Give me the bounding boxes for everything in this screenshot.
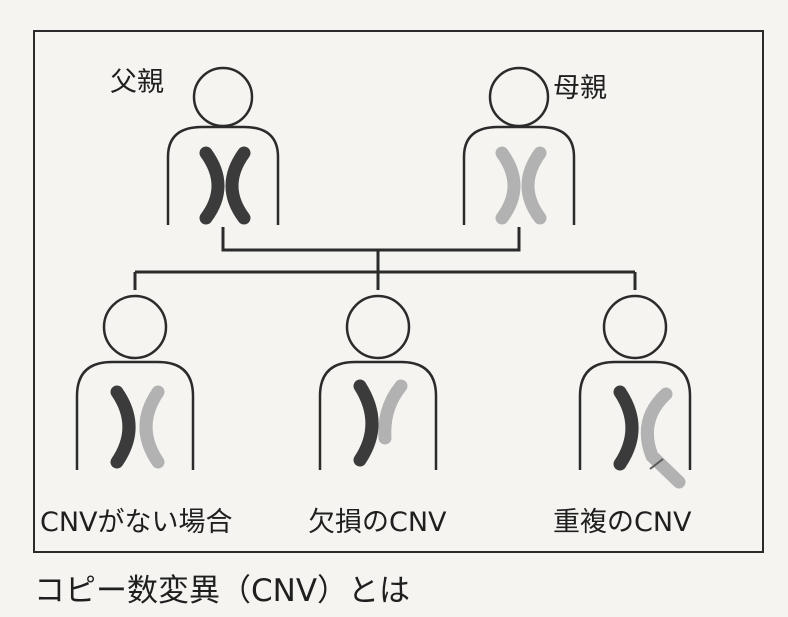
child-normal-body xyxy=(75,360,195,470)
pedigree-lines xyxy=(133,227,637,290)
father-figure xyxy=(166,66,280,225)
child-duplication-maternal-chromatid xyxy=(640,387,686,489)
mother-head xyxy=(488,66,550,128)
father-label: 父親 xyxy=(110,67,164,98)
child-normal-figure xyxy=(75,294,195,470)
parent-couple-line xyxy=(221,227,521,252)
child-deletion-label: 欠損のCNV xyxy=(308,507,447,538)
mother-label: 母親 xyxy=(553,73,607,104)
child-normal-paternal-chromatid xyxy=(110,385,136,469)
mother-figure xyxy=(462,66,576,225)
father-head xyxy=(192,66,254,128)
child-duplication-figure xyxy=(578,294,692,489)
duplication-segment-mark xyxy=(649,458,664,470)
diagram-frame xyxy=(33,30,764,553)
child-duplication-paternal-chromatid xyxy=(613,385,639,471)
child-normal-head xyxy=(102,294,168,360)
child-deletion-maternal-chromatid xyxy=(378,379,408,445)
child-duplication-label: 重複のCNV xyxy=(553,507,692,538)
figure-caption: コピー数変異（CNV）とは xyxy=(34,573,410,609)
child-normal-label: CNVがない場合 xyxy=(40,507,233,538)
mother-chromosome xyxy=(495,146,547,225)
child-deletion-head xyxy=(345,294,411,360)
father-chromosome xyxy=(199,146,251,225)
child-normal-maternal-chromatid xyxy=(139,385,165,469)
child-deletion-figure xyxy=(318,294,438,470)
child-deletion-paternal-chromatid xyxy=(353,379,379,467)
child-duplication-head xyxy=(602,294,668,360)
